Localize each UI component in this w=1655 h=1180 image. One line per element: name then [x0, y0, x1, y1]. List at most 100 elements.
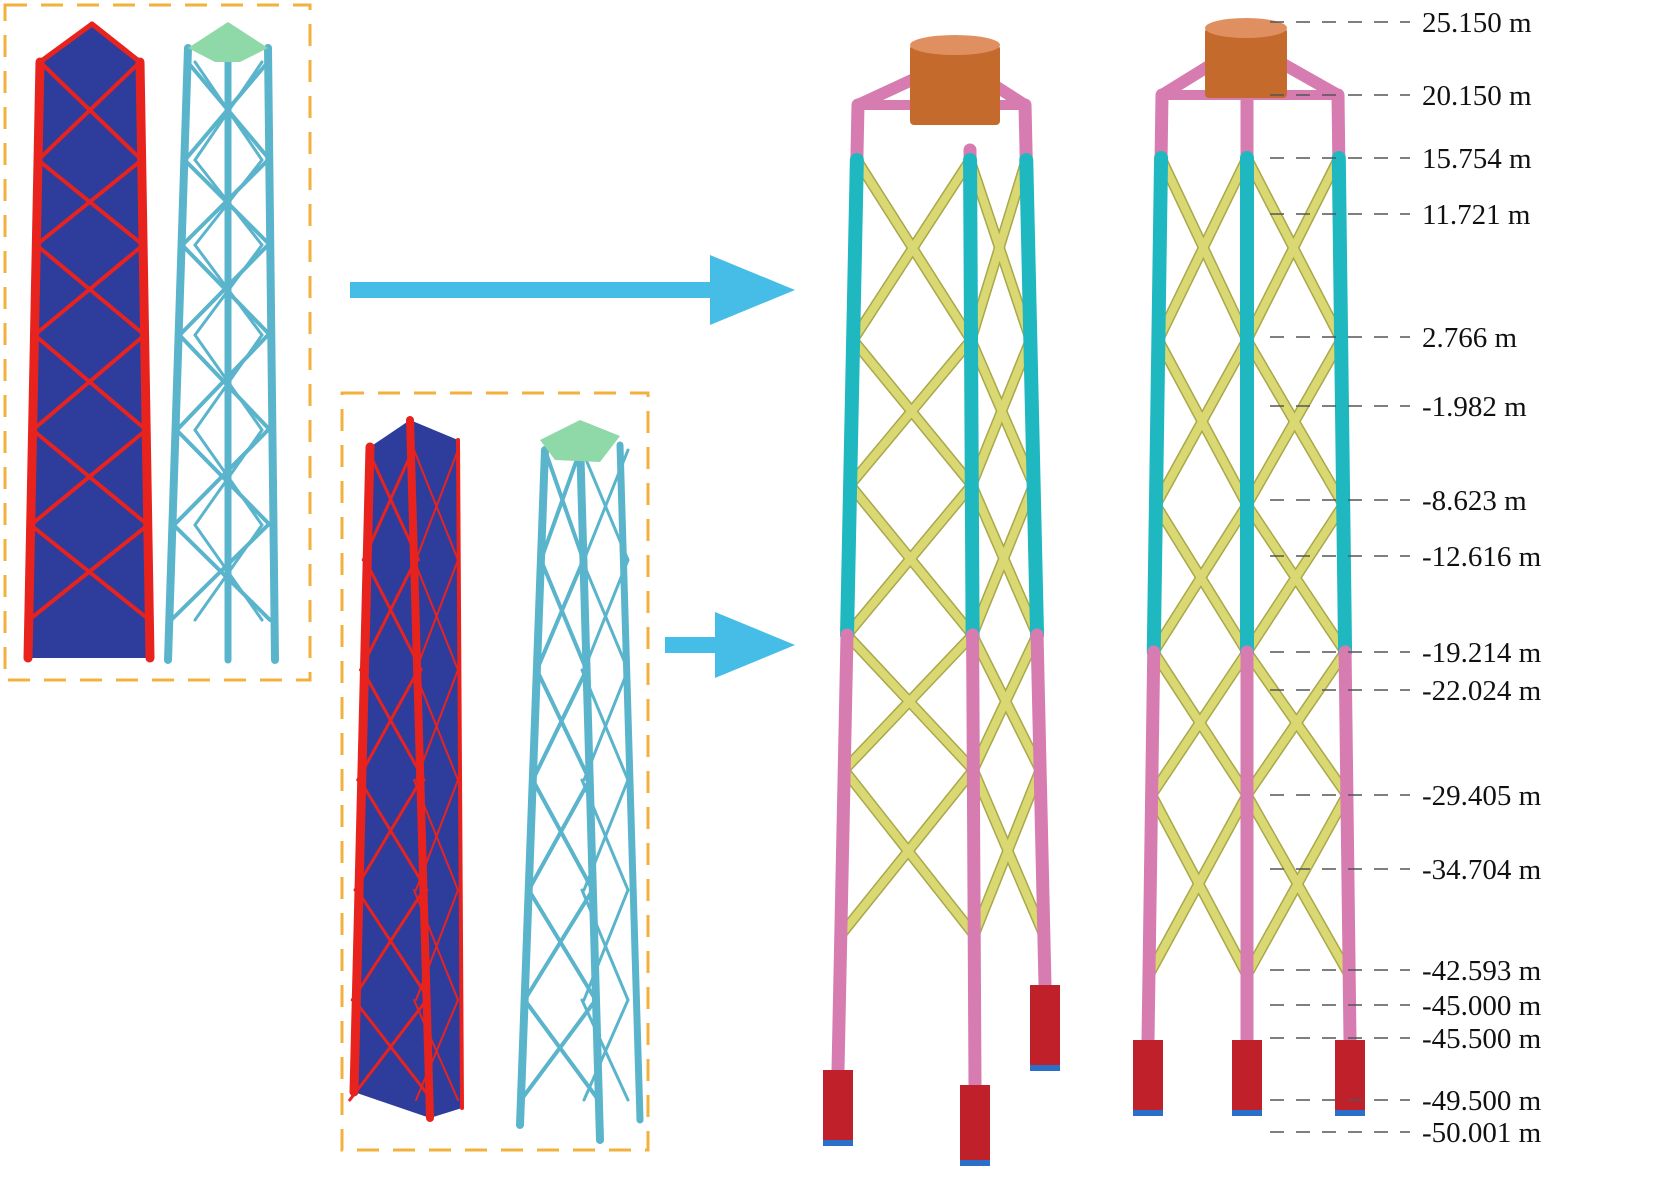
x-brace: [840, 631, 977, 774]
lattice-brace: [193, 60, 264, 162]
topology-load-paths-2d: [23, 21, 155, 663]
load-path: [415, 779, 459, 891]
elevation-label: -50.001 m: [1422, 1117, 1542, 1149]
leg-lower: [966, 628, 982, 1092]
load-path: [30, 333, 147, 432]
x-brace: [843, 481, 976, 639]
load-path: [348, 998, 428, 1102]
dashed-frame-3d: [340, 391, 650, 1152]
lattice-brace: [526, 888, 598, 1002]
lattice-brace: [582, 998, 630, 1102]
lattice-brace: [534, 668, 592, 782]
elevation-label: 25.150 m: [1422, 7, 1532, 39]
load-path: [352, 998, 434, 1102]
elevation-label: -49.500 m: [1422, 1085, 1542, 1117]
x-brace: [1243, 336, 1346, 509]
pile-base: [960, 1160, 990, 1166]
leg-lower: [1338, 645, 1357, 1047]
leg-upper: [850, 98, 865, 167]
lattice-brace: [582, 668, 630, 782]
pile-base: [823, 1140, 853, 1146]
elevation-label: 11.721 m: [1422, 199, 1531, 231]
x-brace: [1243, 154, 1343, 344]
elevation-labels: 25.150 m 20.150 m 15.754 m 11.721 m 2.766 m -…: [1270, 7, 1542, 1149]
load-path: [358, 778, 429, 892]
arrow-to-jacket-3d: [350, 255, 795, 325]
leg-middle: [840, 153, 864, 642]
lattice-brace: [522, 998, 601, 1102]
load-path: [34, 158, 144, 247]
lattice-brace: [177, 243, 270, 337]
lattice-top-cap-3d: [540, 420, 620, 462]
transition-piece: [1205, 28, 1287, 98]
elevation-label: 2.766 m: [1422, 322, 1518, 354]
jacket-structure-front: [1133, 18, 1365, 1116]
elevation-label: -8.623 m: [1422, 485, 1527, 517]
extracted-lattice-2d: [164, 36, 279, 664]
x-brace: [968, 481, 1038, 639]
elevation-label: 15.754 m: [1422, 143, 1532, 175]
load-path: [415, 999, 459, 1101]
pile-sleeve: [1335, 1040, 1365, 1110]
load-path: [356, 668, 420, 782]
transition-piece-top: [1205, 18, 1287, 38]
x-brace: [836, 766, 978, 939]
x-brace: [849, 156, 975, 344]
elevation-label: -22.024 m: [1422, 675, 1542, 707]
x-brace: [1151, 336, 1251, 509]
elevation-label: -12.616 m: [1422, 541, 1542, 573]
elevation-label: -45.000 m: [1422, 990, 1542, 1022]
edge-top-right: [89, 21, 143, 65]
edge-right: [456, 438, 464, 1110]
x-brace: [1243, 501, 1348, 656]
lattice-brace: [543, 448, 586, 562]
lattice-brace: [530, 668, 589, 782]
pile-sleeve: [960, 1085, 990, 1160]
load-path: [355, 888, 431, 1002]
pile-base: [1232, 1110, 1262, 1116]
topology-2d-group: [3, 3, 312, 682]
elevation-label: -42.593 m: [1422, 955, 1542, 987]
load-path: [350, 888, 426, 1002]
load-path: [36, 60, 142, 162]
lattice-brace: [534, 558, 586, 672]
pile-base: [1335, 1110, 1365, 1116]
x-brace: [1243, 648, 1350, 799]
elevation-label: -45.500 m: [1422, 1023, 1542, 1055]
leg-lower: [1030, 628, 1052, 992]
transition-piece-top: [910, 35, 1000, 55]
pile-sleeve: [823, 1070, 853, 1140]
leg-upper: [1018, 98, 1033, 167]
elevation-label: -1.982 m: [1422, 391, 1527, 423]
lattice-brace: [193, 158, 264, 247]
load-path: [361, 448, 415, 562]
lattice-brace: [193, 243, 264, 337]
lattice-brace: [526, 778, 592, 892]
elevation-label: 20.150 m: [1422, 80, 1532, 112]
lattice-brace: [538, 558, 589, 672]
x-brace: [1154, 154, 1251, 344]
x-brace: [967, 156, 1031, 344]
lattice-brace: [530, 778, 595, 892]
arrow-to-jacket-front: [665, 612, 795, 678]
jacket-structure-perspective: [823, 35, 1060, 1166]
topology-3d-group: [340, 391, 650, 1152]
pile-sleeve: [1232, 1040, 1262, 1110]
pile-base: [1133, 1110, 1163, 1116]
lattice-brace: [193, 523, 264, 622]
lattice-leg: [164, 44, 192, 664]
load-path: [415, 559, 459, 671]
load-path: [363, 558, 423, 672]
lattice-brace: [518, 998, 598, 1102]
leg-middle: [1146, 151, 1169, 659]
x-brace: [1144, 791, 1251, 979]
lattice-brace: [582, 558, 630, 672]
elevation-label: -34.704 m: [1422, 854, 1542, 886]
lattice-brace: [193, 333, 264, 432]
lattice-brace: [183, 60, 270, 162]
leg-lower: [831, 628, 854, 1077]
load-path: [26, 523, 150, 622]
elevation-label: -29.405 m: [1422, 780, 1542, 812]
load-path: [32, 243, 146, 337]
